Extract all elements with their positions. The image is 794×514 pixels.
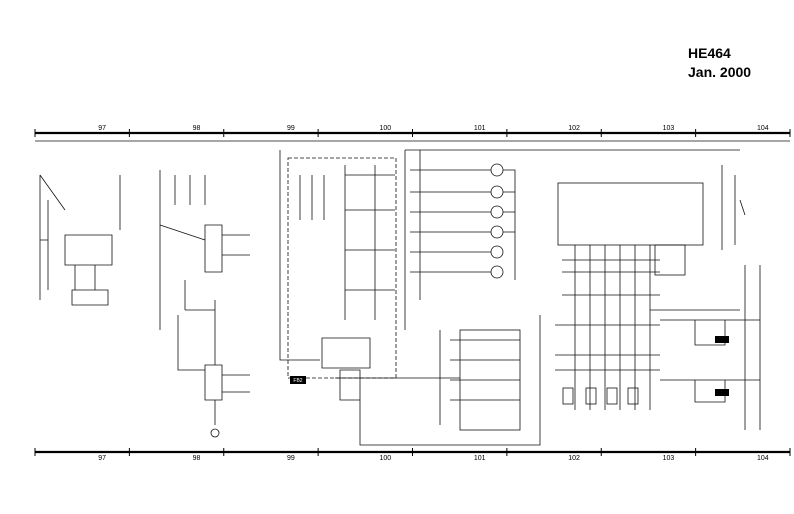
ruler-column-label: 104 xyxy=(757,455,769,462)
ruler-column-label: 104 xyxy=(757,125,769,132)
ruler-column-label: 99 xyxy=(287,455,295,462)
ruler-column-label: 100 xyxy=(379,125,391,132)
ruler-column-label: 99 xyxy=(287,125,295,132)
fuse-block-tag: FB2 xyxy=(290,376,306,384)
document-date: Jan. 2000 xyxy=(688,64,752,80)
column-ruler-top: 97 98 99 100 101 102 103 104 xyxy=(34,125,791,137)
ruler-column-label: 98 xyxy=(193,125,201,132)
ruler-column-label: 101 xyxy=(474,455,486,462)
ruler-column-label: 102 xyxy=(568,455,580,462)
column-ruler-bottom: 97 98 99 100 101 102 103 104 xyxy=(34,448,791,462)
ruler-column-label: 98 xyxy=(193,455,201,462)
ruler-column-label: 102 xyxy=(568,125,580,132)
ground-tags xyxy=(715,336,729,396)
schematic-wiring xyxy=(35,140,790,446)
document-id: HE464 xyxy=(688,45,731,61)
ruler-column-label: 97 xyxy=(98,455,106,462)
ruler-column-label: 100 xyxy=(379,455,391,462)
ruler-column-label: 101 xyxy=(474,125,486,132)
ruler-column-label: 103 xyxy=(663,125,675,132)
fuse-block-tag-text: FB2 xyxy=(293,378,302,384)
ruler-column-label: 103 xyxy=(663,455,675,462)
ruler-column-label: 97 xyxy=(98,125,106,132)
